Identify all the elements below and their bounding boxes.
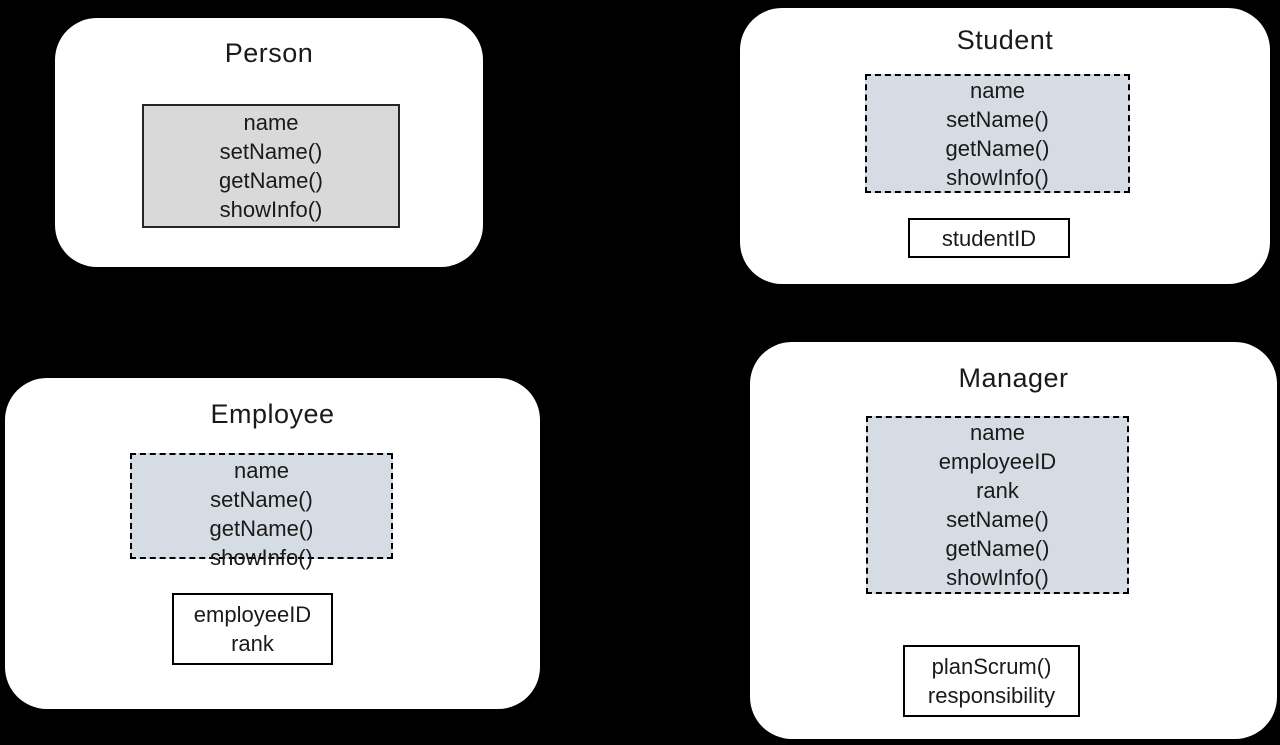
class-card-person: Person name setName() getName() showInfo… [55, 18, 483, 267]
employee-inherited-members-box: name setName() getName() showInfo() [130, 453, 393, 570]
manager-inherited-members-box: name employeeID rank setName() getName()… [866, 416, 1129, 594]
member-label: getName() [209, 516, 314, 541]
student-inherited-members-box: name setName() getName() showInfo() [865, 74, 1130, 193]
class-card-student: Student name setName() getName() showInf… [740, 8, 1270, 284]
member-label: showInfo() [946, 164, 1049, 190]
class-card-manager: Manager name employeeID rank setName() g… [750, 342, 1277, 739]
manager-own-members-box: planScrum() responsibility [903, 645, 1080, 717]
employee-own-members-box: employeeID rank [172, 593, 333, 665]
member-label: name [243, 110, 299, 135]
member-label: responsibility [927, 683, 1056, 708]
class-title-employee: Employee [210, 399, 335, 429]
member-label: getName() [945, 536, 1050, 561]
member-label: name [233, 458, 290, 483]
member-label: setName() [946, 106, 1049, 132]
member-label: name [969, 77, 1026, 103]
member-label: showInfo() [219, 197, 323, 222]
person-members-box: name setName() getName() showInfo() [142, 104, 400, 228]
member-label: setName() [219, 139, 323, 164]
member-label: employeeID [193, 602, 312, 627]
member-label: rank [976, 478, 1019, 503]
member-label: setName() [946, 507, 1049, 532]
member-label: getName() [945, 135, 1050, 161]
member-label: studentID [941, 225, 1037, 251]
class-title-student: Student [956, 25, 1054, 55]
member-label: rank [231, 631, 274, 656]
class-title-person: Person [224, 38, 314, 68]
member-label: name [969, 420, 1026, 445]
student-own-members-box: studentID [908, 218, 1070, 258]
member-label: planScrum() [931, 654, 1052, 679]
member-label: employeeID [938, 449, 1057, 474]
member-label: setName() [210, 487, 313, 512]
member-label: showInfo() [946, 565, 1049, 590]
member-label: showInfo() [210, 545, 313, 570]
class-card-employee: Employee name setName() getName() showIn… [5, 378, 540, 709]
member-label: getName() [219, 168, 323, 193]
class-title-manager: Manager [958, 363, 1069, 393]
